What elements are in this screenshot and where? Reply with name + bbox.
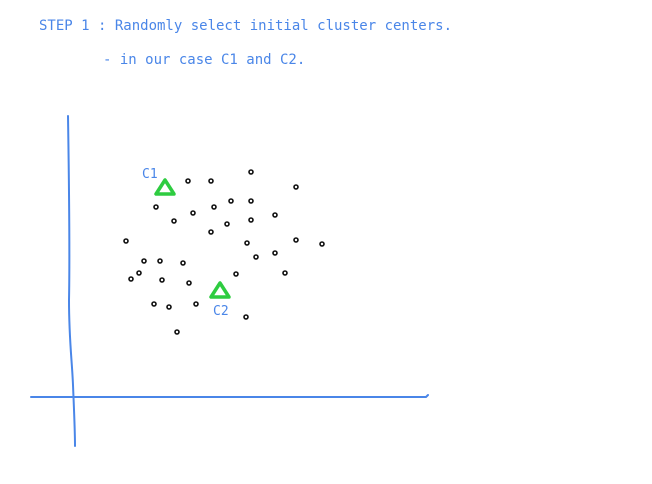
- data-point: [190, 210, 196, 216]
- x-axis: [30, 394, 429, 398]
- data-point: [208, 178, 214, 184]
- center-label-c1: C1: [142, 167, 158, 182]
- triangle-marker-icon: [154, 178, 176, 196]
- step-subtitle: - in our case C1 and C2.: [103, 52, 306, 68]
- data-point: [211, 204, 217, 210]
- data-point: [123, 238, 129, 244]
- data-point: [141, 258, 147, 264]
- data-point: [151, 301, 157, 307]
- data-point: [248, 198, 254, 204]
- data-point: [153, 204, 159, 210]
- data-point: [157, 258, 163, 264]
- data-point: [180, 260, 186, 266]
- data-point: [233, 271, 239, 277]
- y-axis: [67, 115, 76, 447]
- center-label-c2: C2: [213, 304, 229, 319]
- data-point: [208, 229, 214, 235]
- data-point: [228, 198, 234, 204]
- data-point: [224, 221, 230, 227]
- data-point: [128, 276, 134, 282]
- data-point: [243, 314, 249, 320]
- data-point: [193, 301, 199, 307]
- data-point: [248, 169, 254, 175]
- data-point: [282, 270, 288, 276]
- data-point: [293, 184, 299, 190]
- data-point: [272, 250, 278, 256]
- data-point: [248, 217, 254, 223]
- triangle-marker-icon: [209, 281, 231, 299]
- cluster-center-c1: C1: [142, 167, 176, 196]
- data-point: [171, 218, 177, 224]
- data-point: [244, 240, 250, 246]
- cluster-center-c2: C2: [209, 281, 231, 319]
- data-point: [272, 212, 278, 218]
- data-point: [166, 304, 172, 310]
- data-point: [293, 237, 299, 243]
- data-point: [159, 277, 165, 283]
- step-title: STEP 1 : Randomly select initial cluster…: [39, 18, 453, 34]
- data-point: [174, 329, 180, 335]
- data-point: [319, 241, 325, 247]
- data-point: [136, 270, 142, 276]
- data-points: [123, 169, 325, 335]
- data-point: [253, 254, 259, 260]
- data-point: [186, 280, 192, 286]
- data-point: [185, 178, 191, 184]
